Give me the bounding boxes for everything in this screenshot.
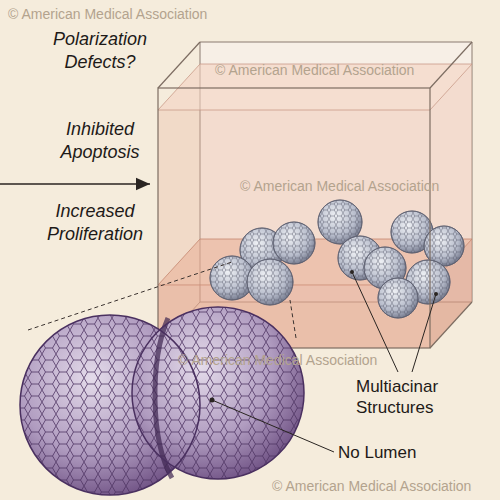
process-note: Inhibited Apoptosis — [40, 118, 160, 163]
process-note: Increased Proliferation — [30, 200, 160, 245]
process-note: Polarization Defects? — [40, 28, 160, 73]
watermark: © American Medical Association — [240, 178, 439, 196]
watermark: © American Medical Association — [272, 478, 471, 496]
watermark: © American Medical Association — [215, 62, 414, 80]
callout-label: Multiacinar Structures — [356, 376, 486, 419]
watermark: © American Medical Association — [178, 352, 377, 370]
watermark: © American Medical Association — [8, 6, 207, 24]
callout-label: No Lumen — [338, 442, 458, 463]
